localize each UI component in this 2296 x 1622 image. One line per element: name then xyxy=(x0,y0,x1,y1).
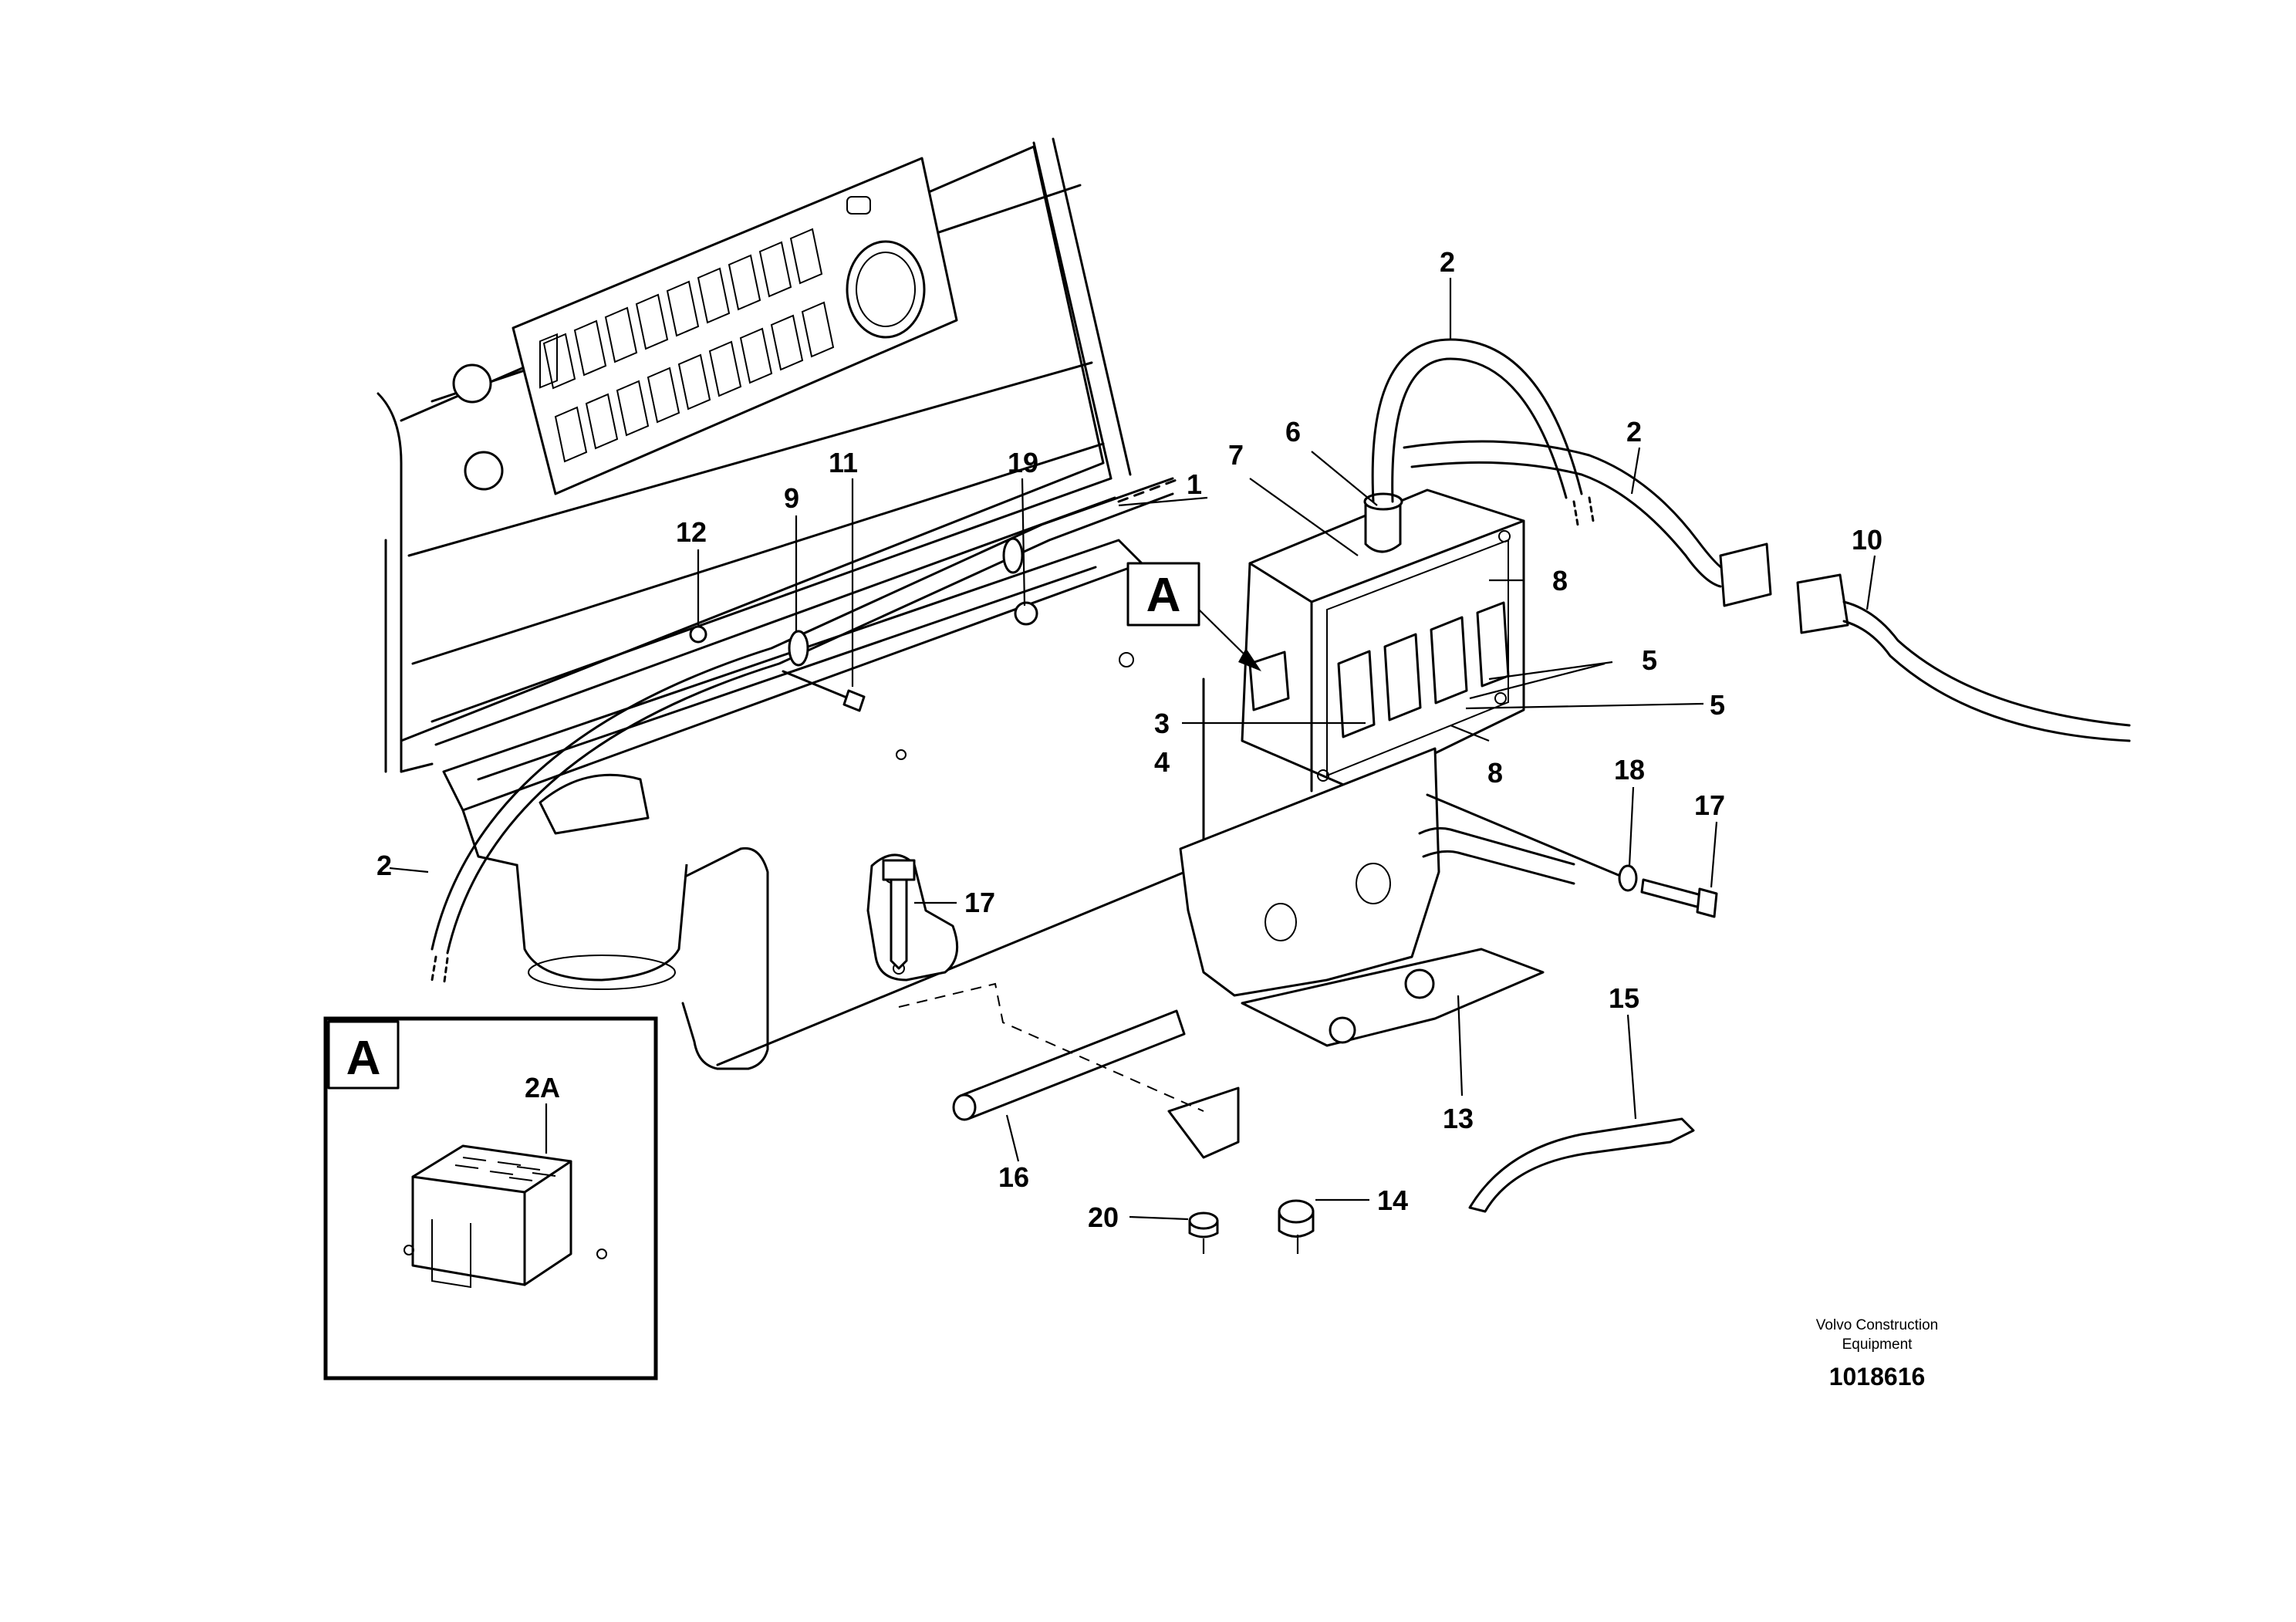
rocker-switch-grid xyxy=(542,228,835,463)
credit-line-2: Equipment xyxy=(1842,1336,1913,1353)
callout-2-top: 2 xyxy=(1440,246,1455,278)
bolt-icon xyxy=(1426,793,1718,918)
callout-1: 1 xyxy=(1187,468,1202,500)
callout-labels: 1 2 2 2 3 4 5 5 6 7 8 8 9 10 11 12 13 14… xyxy=(376,246,1882,1233)
callout-8-top: 8 xyxy=(1552,565,1568,596)
callout-14: 14 xyxy=(1377,1184,1408,1216)
callout-9: 9 xyxy=(784,482,799,514)
detail-marker-letter: A xyxy=(1146,569,1181,622)
callout-3: 3 xyxy=(1154,708,1170,739)
knob-icon xyxy=(452,363,492,404)
callout-20: 20 xyxy=(1088,1201,1119,1233)
switch-box xyxy=(1241,488,1525,792)
bolt-icon xyxy=(882,859,916,970)
callout-17-mid: 17 xyxy=(964,887,995,918)
credit-block: Volvo Construction Equipment 1018616 xyxy=(1816,1317,1938,1391)
knob-icon xyxy=(464,451,504,491)
detail-box-letter: A xyxy=(346,1032,381,1085)
callout-19: 19 xyxy=(1008,447,1038,478)
callout-16: 16 xyxy=(998,1161,1029,1193)
callout-5-top: 5 xyxy=(1642,644,1657,676)
callout-4: 4 xyxy=(1154,746,1170,778)
callout-7: 7 xyxy=(1228,439,1244,471)
callout-2-left: 2 xyxy=(376,850,392,881)
callout-12: 12 xyxy=(676,516,707,548)
callout-2-right: 2 xyxy=(1626,416,1642,448)
callout-6: 6 xyxy=(1285,416,1301,448)
credit-line-1: Volvo Construction xyxy=(1816,1317,1938,1333)
handle-icon xyxy=(1468,1117,1695,1213)
cable-run xyxy=(430,477,1182,983)
gauge-icon xyxy=(846,240,926,339)
callout-5-bottom: 5 xyxy=(1710,689,1725,721)
document-number: 1018616 xyxy=(1829,1363,1926,1391)
console-tray xyxy=(442,539,1205,1070)
callout-8-bottom: 8 xyxy=(1487,757,1503,789)
callout-2a: 2A xyxy=(525,1072,560,1103)
callout-10: 10 xyxy=(1852,524,1882,556)
callout-11: 11 xyxy=(829,447,858,478)
dashboard-panel xyxy=(376,137,1132,773)
detail-marker: A xyxy=(1126,562,1261,671)
callout-17-right: 17 xyxy=(1694,789,1725,821)
callout-13: 13 xyxy=(1443,1103,1474,1134)
mounting-bracket xyxy=(1167,747,1575,1159)
detail-box: A xyxy=(323,1016,658,1380)
callout-18: 18 xyxy=(1614,754,1645,786)
hose xyxy=(898,982,1204,1121)
callout-15: 15 xyxy=(1609,982,1639,1014)
rocker-switch-row xyxy=(1337,601,1510,738)
relay-icon xyxy=(403,1144,607,1289)
nut-icon xyxy=(1188,1211,1219,1238)
switch-row-top xyxy=(539,333,558,389)
grommet-icon xyxy=(1278,1199,1315,1238)
